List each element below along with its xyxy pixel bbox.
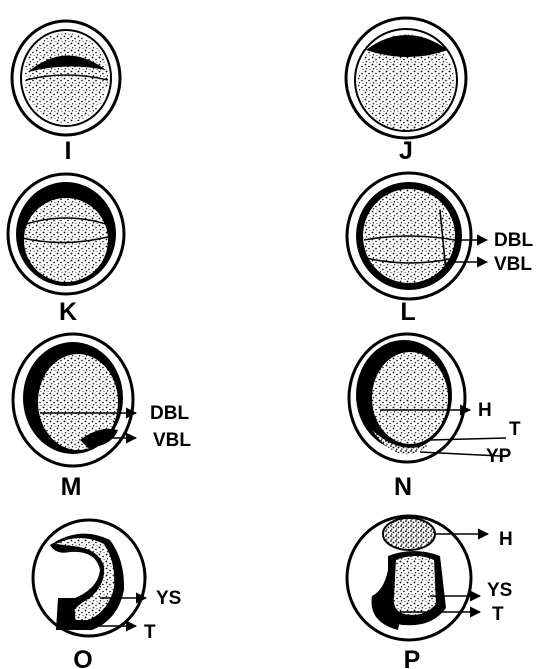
panel-j: J [346,18,466,165]
label-dbl-l: DBL [494,230,533,251]
label-ys-p: YS [487,580,512,601]
label-h-p: H [499,529,513,550]
label-yp-n: YP [486,446,512,467]
panel-label-n: N [394,473,412,501]
embryo-j [346,18,466,138]
panel-label-p: P [404,646,421,669]
panel-label-k: K [59,298,77,326]
label-vbl-m: VBL [153,430,191,451]
panel-i: I [12,21,120,165]
panel-n: H T YP N [349,334,521,501]
line-t-n [430,438,506,440]
embryo-n [349,334,465,462]
label-t-o: T [144,622,156,643]
label-dbl-m: DBL [150,403,189,424]
panel-label-m: M [61,473,82,501]
label-vbl-l: VBL [494,254,532,275]
panel-m: DBL VBL M [13,334,191,501]
panel-k: K [8,174,124,326]
panel-label-i: I [65,137,72,165]
panel-p: H YS T P [347,516,513,669]
embryo-l [347,173,471,299]
panel-label-j: J [399,137,413,165]
embryo-i [12,21,120,135]
panel-label-o: O [73,646,92,669]
panel-o: YS T O [33,520,181,669]
panel-label-l: L [400,298,415,326]
label-t-p: T [492,604,504,625]
panel-l: DBL VBL L [347,173,533,326]
embryo-m [13,334,133,466]
label-h-n: H [478,400,492,421]
label-t-n: T [509,419,521,440]
embryo-o [33,520,145,636]
embryo-k [8,174,124,294]
label-ys-o: YS [156,588,181,609]
